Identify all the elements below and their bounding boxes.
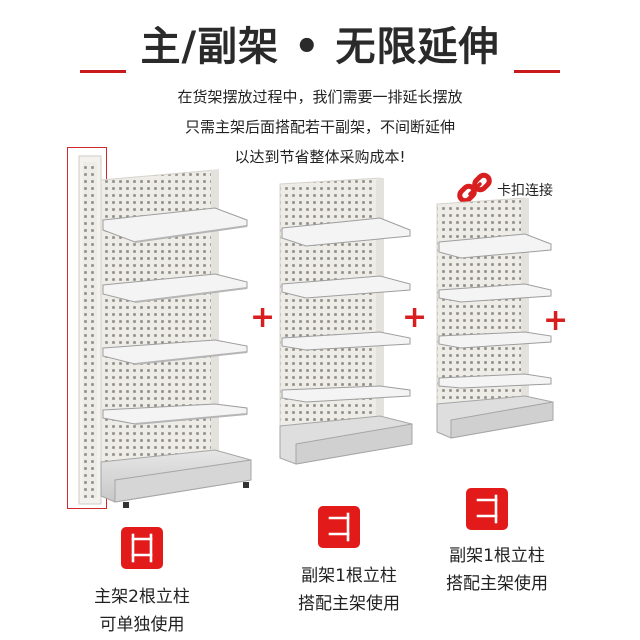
clip-connection-label: 卡扣连接 — [497, 183, 553, 199]
plus-sign-1: + — [250, 300, 276, 335]
one-post-badge-1 — [318, 506, 360, 548]
description-line-2: 只需主架后面搭配若干副架，不间断延伸 — [184, 118, 455, 136]
main-shelf-unit — [78, 155, 252, 508]
sub1-caption-line-2: 搭配主架使用 — [298, 594, 400, 614]
description-line-3: 以达到节省整体采购成本! — [234, 148, 406, 166]
sub2-caption-line-2: 搭配主架使用 — [446, 574, 548, 594]
sub-shelf-caption-1: 副架1根立柱 搭配主架使用 — [279, 562, 419, 618]
two-post-icon — [131, 533, 153, 563]
sub-shelf-unit-2 — [436, 197, 554, 439]
title-rule-right — [514, 70, 560, 73]
sub-shelf-unit-1 — [279, 177, 413, 465]
two-post-badge — [121, 527, 163, 569]
description-line-1: 在货架摆放过程中，我们需要一排延长摆放 — [177, 88, 463, 106]
sub2-caption-line-1: 副架1根立柱 — [449, 546, 545, 566]
page-title: 主/副架 • 无限延伸 — [140, 24, 500, 70]
one-post-icon-2 — [476, 494, 498, 524]
sub-shelf-caption-2: 副架1根立柱 搭配主架使用 — [427, 542, 567, 598]
sub1-caption-line-1: 副架1根立柱 — [301, 566, 397, 586]
one-post-badge-2 — [466, 488, 508, 530]
main-shelf-caption: 主架2根立柱 可单独使用 — [72, 583, 212, 639]
plus-sign-2: + — [402, 300, 428, 335]
main-caption-line-2: 可单独使用 — [99, 615, 185, 635]
one-post-icon-1 — [328, 512, 350, 542]
title-rule-left — [80, 70, 126, 73]
main-caption-line-1: 主架2根立柱 — [94, 587, 190, 607]
chain-link-icon — [457, 172, 492, 204]
plus-sign-3: + — [543, 303, 569, 338]
